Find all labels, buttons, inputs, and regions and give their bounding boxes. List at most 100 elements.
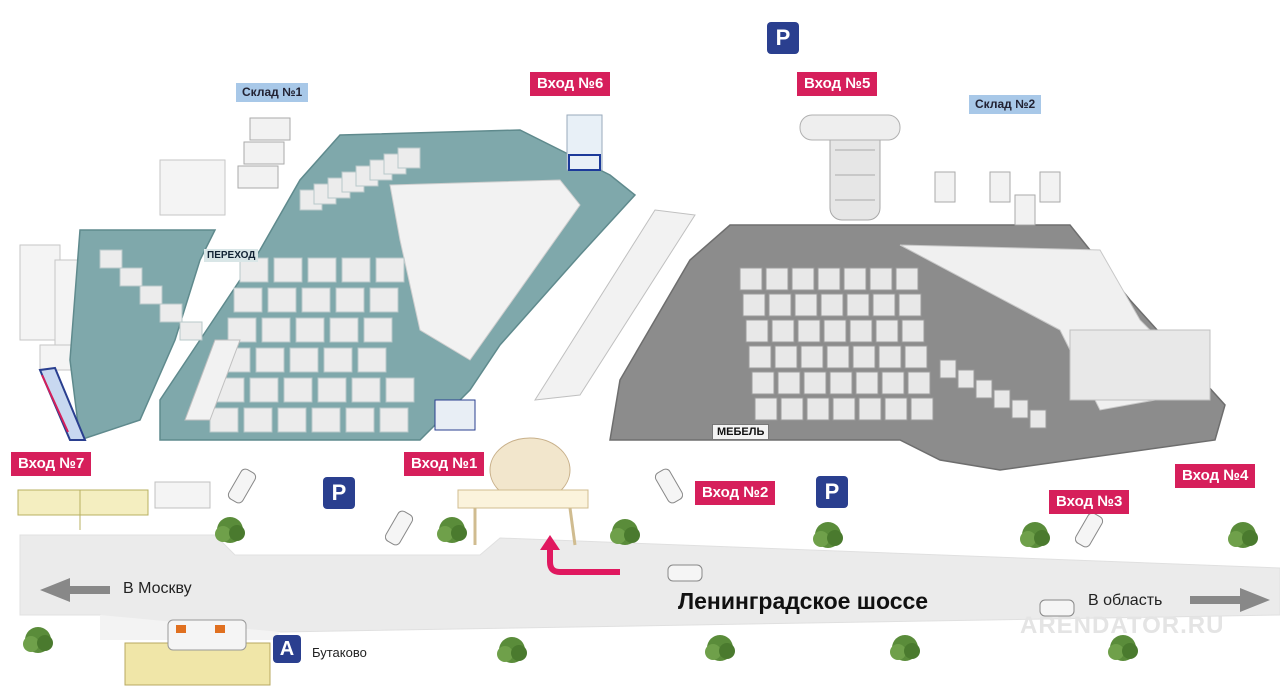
gray-stall (852, 345, 876, 369)
car (384, 510, 414, 546)
bus-stop-icon: A (273, 635, 301, 663)
teal-stall (239, 257, 269, 283)
tree (705, 635, 735, 661)
teal-stall (255, 347, 285, 373)
entrance-5-canopy (799, 114, 901, 221)
gray-stall (993, 389, 1011, 409)
gray-stall (751, 371, 775, 395)
gray-stall (907, 371, 931, 395)
teal-stall (261, 317, 291, 343)
teal-stall (301, 287, 331, 313)
gray-stall (939, 359, 957, 379)
gray-stall (791, 267, 815, 291)
teal-stall (277, 407, 307, 433)
teal-stalls (99, 147, 421, 433)
entrance-1-door (434, 399, 476, 431)
gray-stall (846, 293, 870, 317)
teal-stall (369, 287, 399, 313)
warehouse-1-trucks (237, 117, 291, 189)
tree (1228, 522, 1258, 548)
gray-stall (748, 345, 772, 369)
watermark: ARENDATOR.RU (1020, 612, 1225, 639)
gray-stall (898, 293, 922, 317)
entrance-1-rotunda (457, 437, 589, 546)
gray-stall (878, 345, 902, 369)
teal-stall (179, 321, 203, 341)
gray-stall (803, 371, 827, 395)
teal-stall (323, 347, 353, 373)
gray-stall (1029, 409, 1047, 429)
teal-stall (119, 267, 143, 287)
gray-stall (869, 267, 893, 291)
entrance-7-canopy (38, 366, 87, 441)
bus-stop-name: Бутаково (312, 645, 367, 660)
gray-stall (957, 369, 975, 389)
teal-stall (283, 377, 313, 403)
gray-stall (765, 267, 789, 291)
teal-stall (379, 407, 409, 433)
parking-icon-right: P (816, 476, 848, 508)
teal-stall (375, 257, 405, 283)
entrance-1-label: Вход №1 (404, 452, 485, 476)
furniture-sign: МЕБЕЛЬ (712, 424, 770, 440)
gray-stall (768, 293, 792, 317)
entrance-2-label: Вход №2 (695, 481, 776, 505)
gray-stall (904, 345, 928, 369)
teal-stall (385, 377, 415, 403)
gray-stall (794, 293, 818, 317)
tree (1108, 635, 1138, 661)
arrow-to-moscow (40, 578, 110, 602)
teal-stall (289, 347, 319, 373)
gray-stall (858, 397, 882, 421)
parking-icon-left: P (323, 477, 355, 509)
tree (215, 517, 245, 543)
tree (610, 519, 640, 545)
direction-region-label: В область (1088, 592, 1163, 609)
teal-stall (345, 407, 375, 433)
bus (167, 619, 247, 651)
passage-sign: ПЕРЕХОД (204, 249, 259, 262)
teal-stall (363, 317, 393, 343)
gray-stall (742, 293, 766, 317)
teal-stall (99, 249, 123, 269)
bus-shelter-left (17, 489, 149, 530)
gray-stall (901, 319, 925, 343)
road-name: Ленинградское шоссе (678, 588, 929, 614)
car (667, 564, 703, 582)
car (654, 468, 684, 504)
teal-stall (307, 257, 337, 283)
turn-arrow (540, 535, 620, 575)
gray-stall (872, 293, 896, 317)
entrance-6-label: Вход №6 (530, 72, 611, 96)
gray-stall (910, 397, 934, 421)
warehouse-1-label: Склад №1 (236, 83, 309, 102)
teal-stall (357, 347, 387, 373)
gray-stall (823, 319, 847, 343)
entrance-6-door (566, 114, 603, 171)
gray-stall (774, 345, 798, 369)
teal-stall (397, 147, 421, 169)
gray-stall (881, 371, 905, 395)
car (227, 468, 257, 504)
teal-stall (139, 285, 163, 305)
gray-stall (849, 319, 873, 343)
gray-stall (975, 379, 993, 399)
arrow-to-region (1190, 588, 1270, 612)
gray-stall (829, 371, 853, 395)
gray-stall (800, 345, 824, 369)
gray-stall (806, 397, 830, 421)
gray-stall (739, 267, 763, 291)
gray-stall (777, 371, 801, 395)
gray-stall (797, 319, 821, 343)
gray-stall (832, 397, 856, 421)
teal-stall (249, 377, 279, 403)
teal-stall (243, 407, 273, 433)
gray-stall (754, 397, 778, 421)
entrance-4-label: Вход №4 (1175, 464, 1256, 488)
gray-stall (843, 267, 867, 291)
tree (437, 517, 467, 543)
tree (813, 522, 843, 548)
warehouse-2-label: Склад №2 (969, 95, 1042, 114)
